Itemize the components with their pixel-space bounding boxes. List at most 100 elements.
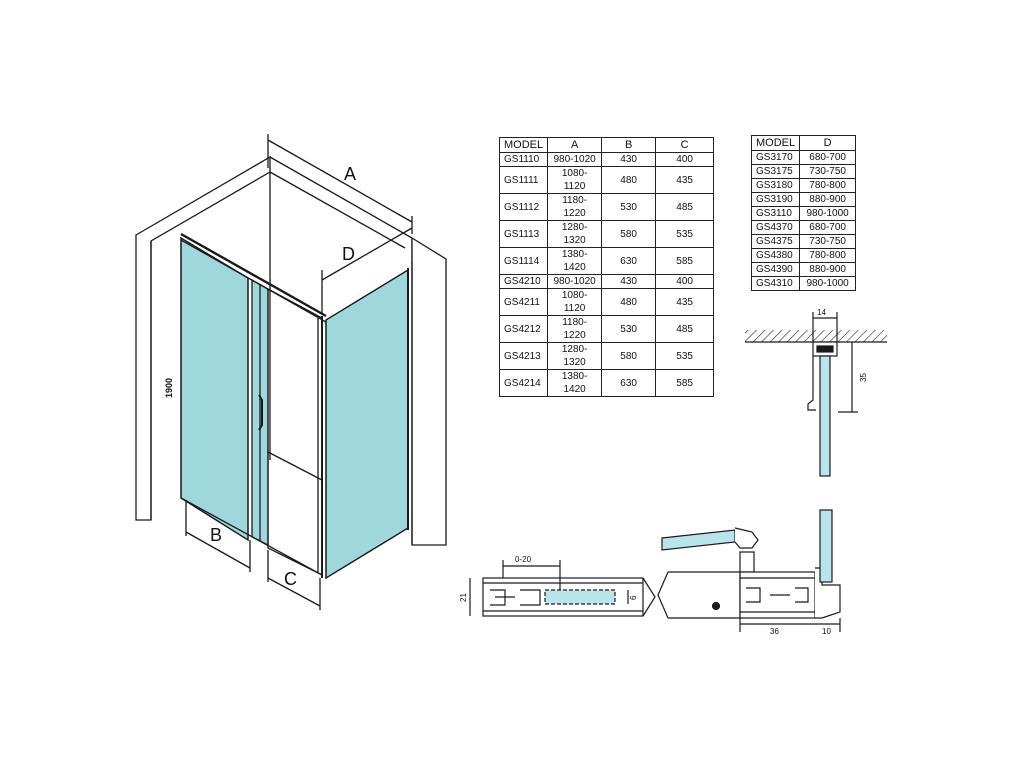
bottom-profile-detail — [657, 509, 841, 632]
ceiling-hatch — [745, 330, 887, 342]
bottom-break — [657, 571, 669, 619]
fixed-panel-clear-edge — [267, 451, 323, 481]
table-cell: GS3190 — [750, 192, 801, 207]
wall-profile-glass — [544, 589, 616, 605]
bottom-depth-label: 10 — [822, 627, 831, 636]
bottom-profile-clip — [746, 587, 809, 603]
door-handle — [258, 394, 263, 431]
top-rail-lower — [180, 239, 327, 323]
table-cell: 680-700 — [799, 220, 857, 235]
table-cell: GS4310 — [750, 276, 801, 291]
table-cell: GS4212 — [498, 315, 549, 343]
side-panel-glass — [325, 268, 409, 580]
table-cell: GS4213 — [498, 342, 549, 370]
table-cell: 780-800 — [799, 248, 857, 263]
wall-adjust-label: 0-20 — [515, 555, 532, 564]
table-cell: 1380-1420 — [547, 247, 603, 275]
profile-height-label: 21 — [459, 593, 468, 602]
table-cell: 430 — [601, 274, 657, 289]
table-cell: 1180-1220 — [547, 315, 603, 343]
table-cell: 480 — [601, 288, 657, 316]
back-wall-inner — [269, 171, 406, 249]
table-cell: 1080-1120 — [547, 166, 603, 194]
bottom-rail — [180, 497, 323, 576]
table-cell: 400 — [655, 274, 715, 289]
rail-hook — [807, 356, 816, 411]
table-cell: 980-1000 — [799, 206, 857, 221]
table-cell: 1180-1220 — [547, 193, 603, 221]
dim-d-label: D — [342, 244, 355, 264]
table-cell: GS4214 — [498, 369, 549, 397]
bottom-base-left — [668, 571, 741, 619]
table-cell: 1080-1120 — [547, 288, 603, 316]
dim-b-line — [185, 531, 251, 569]
table-cell: 1280-1320 — [547, 220, 603, 248]
rail-profile-inner — [816, 345, 834, 353]
table-cell: GS1111 — [498, 166, 549, 194]
table-cell: 530 — [601, 193, 657, 221]
glass-thickness-label: 6 — [629, 595, 638, 600]
table-cell: 630 — [601, 247, 657, 275]
fixed-panel-frame — [267, 287, 323, 577]
table-cell: 485 — [655, 193, 715, 221]
table-cell: GS3170 — [750, 150, 801, 165]
enclosure-drawing — [135, 134, 447, 610]
table-cell: 980-1020 — [547, 274, 603, 289]
table-cell: 430 — [601, 152, 657, 167]
bottom-width-label: 36 — [770, 627, 779, 636]
bottom-screw — [711, 601, 721, 611]
table-cell: 585 — [655, 247, 715, 275]
table-cell: GS3180 — [750, 178, 801, 193]
side-glass — [819, 509, 833, 583]
bottom-glass-angled — [661, 529, 736, 551]
wall-profile-break — [642, 577, 656, 617]
table-cell: GS3175 — [750, 164, 801, 179]
dim-c-label: C — [284, 569, 297, 589]
top-rail-detail — [745, 312, 887, 477]
wall-profile-detail — [469, 560, 656, 617]
table-cell: 530 — [601, 315, 657, 343]
table-cell: GS4375 — [750, 234, 801, 249]
table-cell: 535 — [655, 220, 715, 248]
table-cell: GS1110 — [498, 152, 549, 167]
table-cell: 730-750 — [799, 234, 857, 249]
col-b: B — [601, 137, 657, 153]
table-header-row: MODEL D — [750, 135, 857, 151]
col-d: D — [799, 135, 857, 151]
dim-b-label: B — [210, 525, 222, 545]
rail-glass — [819, 355, 831, 477]
table-cell: 435 — [655, 288, 715, 316]
dim-d-line — [321, 227, 413, 281]
table-cell: 680-700 — [799, 150, 857, 165]
table-header-row: MODEL A B C — [498, 137, 715, 153]
bottom-seal-body — [739, 551, 755, 573]
dim-a-line — [267, 139, 413, 223]
sliding-door-glass — [180, 236, 249, 542]
wall-profile-clip — [490, 589, 541, 606]
table-cell: 730-750 — [799, 164, 857, 179]
col-a: A — [547, 137, 603, 153]
table-cell: 880-900 — [799, 262, 857, 277]
col-c: C — [655, 137, 715, 153]
table-cell: GS4370 — [750, 220, 801, 235]
table-cell: GS1113 — [498, 220, 549, 248]
table-cell: 880-900 — [799, 192, 857, 207]
table-cell: GS4390 — [750, 262, 801, 277]
